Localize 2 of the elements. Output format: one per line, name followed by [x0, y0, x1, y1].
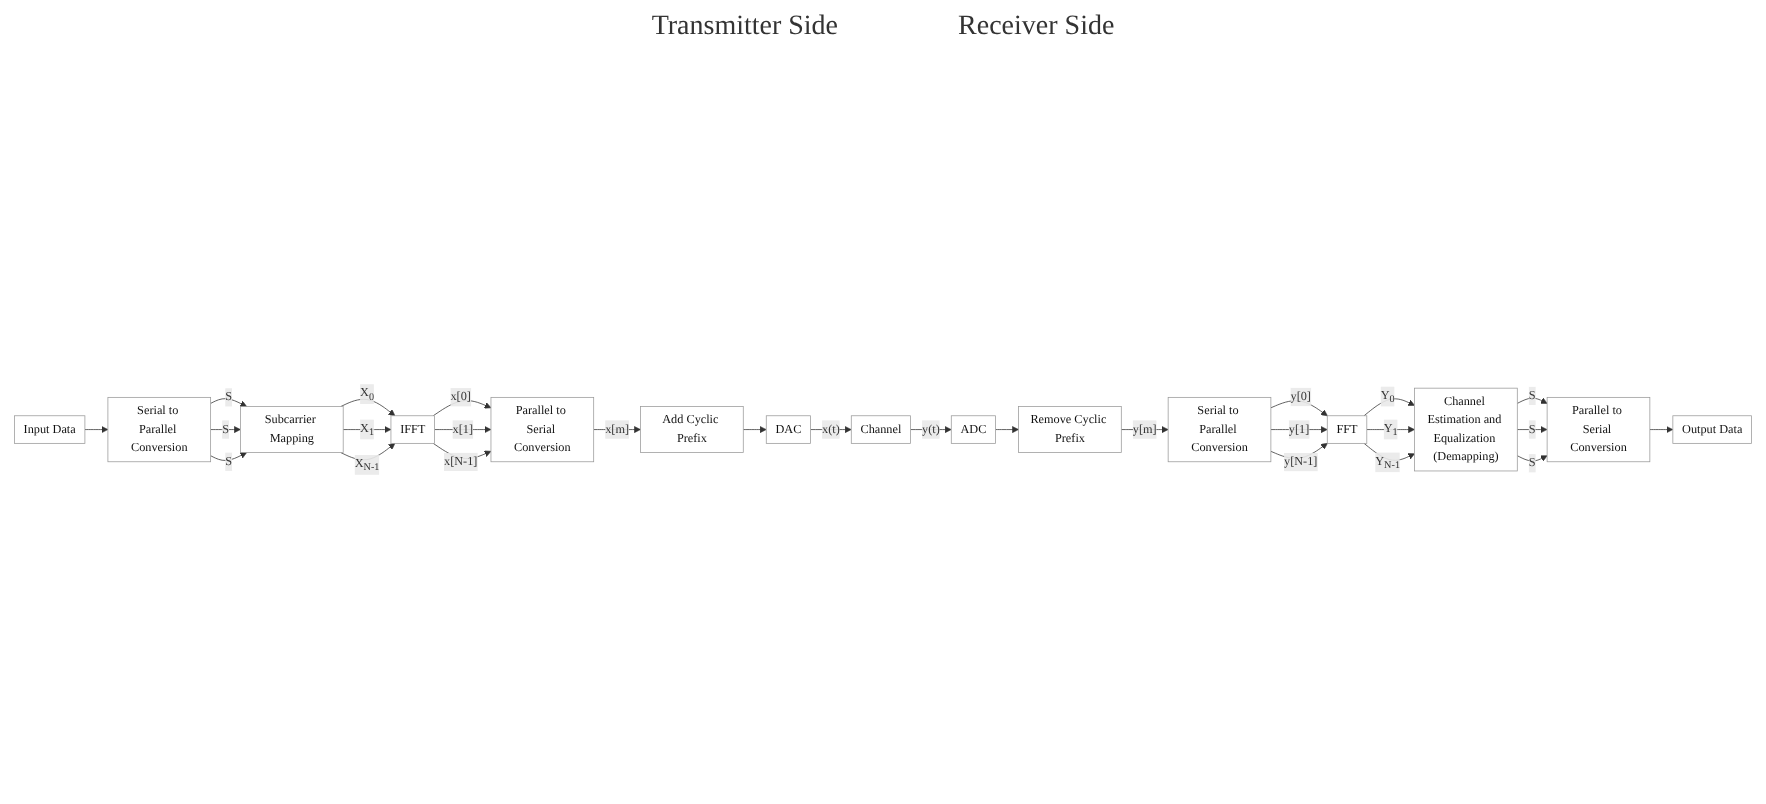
side-label: Transmitter Side [651, 12, 839, 44]
side-label: Receiver Side [958, 12, 1115, 44]
